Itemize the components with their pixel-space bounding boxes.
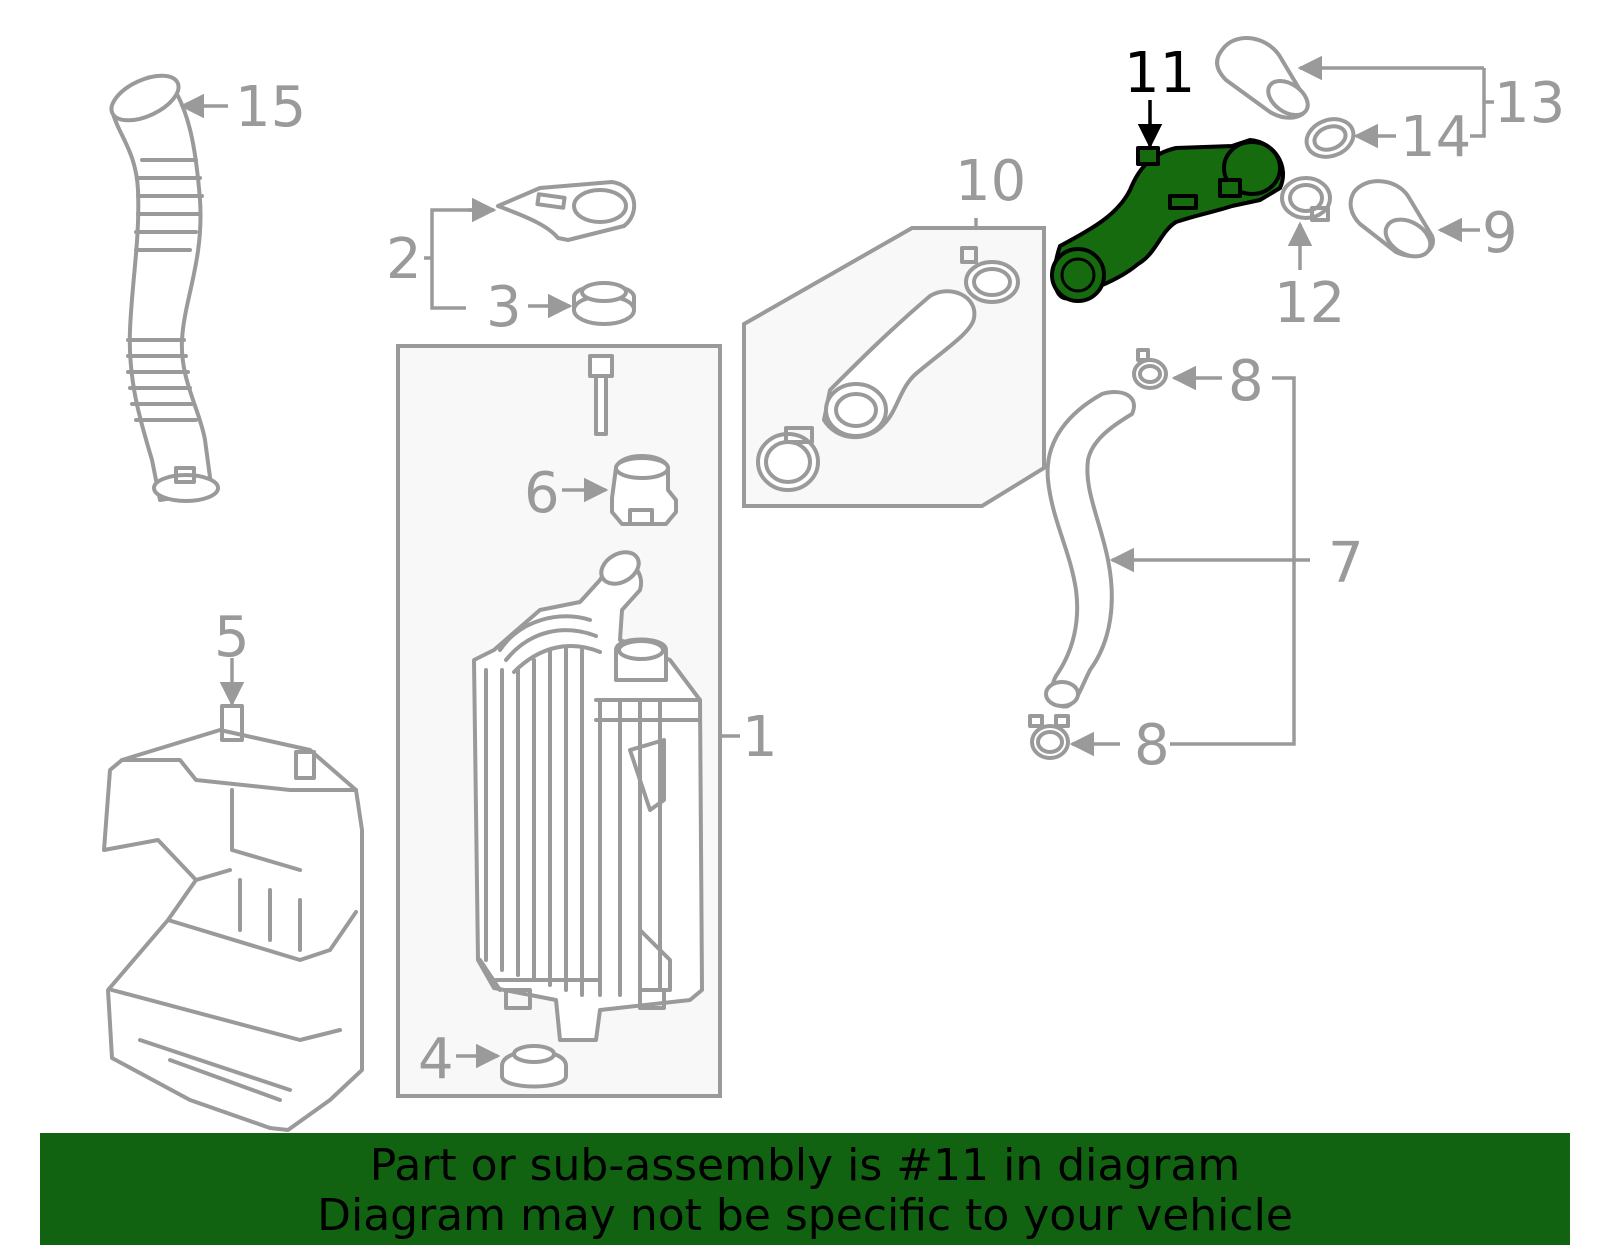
leader-13 [1300,66,1494,138]
footer-banner: Part or sub-assembly is #11 in diagram D… [40,1133,1570,1245]
part-8-clamp-upper[interactable] [1132,348,1168,390]
part-7-hose[interactable] [1044,390,1136,709]
footer-line-1: Part or sub-assembly is #11 in diagram [369,1140,1241,1191]
callout-12: 12 [1274,271,1345,336]
leader-2 [424,208,494,310]
part-15-intake-hose[interactable] [105,66,220,503]
part-6-sensor[interactable] [610,454,678,526]
part-8-clamp-lower[interactable] [1028,714,1070,760]
callout-8a: 8 [1228,349,1264,414]
callout-2: 2 [386,227,422,292]
footer-line-2: Diagram may not be specific to your vehi… [317,1190,1293,1241]
callout-9: 9 [1482,201,1518,266]
part-2-bracket[interactable] [496,180,637,242]
callout-10: 10 [955,149,1026,214]
part-1-intercooler[interactable] [472,546,704,1042]
part-3-grommet[interactable] [572,281,636,326]
callout-14: 14 [1400,105,1471,170]
callout-8b: 8 [1134,713,1170,778]
part-10-hose[interactable] [822,289,977,440]
callout-1: 1 [742,705,778,770]
callout-5: 5 [214,605,250,670]
part-14-clamp[interactable] [1301,113,1358,163]
callout-11: 11 [1124,41,1195,106]
bolt[interactable] [588,354,614,436]
callout-15: 15 [235,75,306,140]
callout-7: 7 [1328,531,1364,596]
part-9-coupler[interactable] [1348,179,1437,264]
callout-6: 6 [524,461,560,526]
part-4-grommet[interactable] [500,1044,568,1089]
callout-13: 13 [1494,71,1565,136]
part-12-clamp[interactable] [1280,176,1332,222]
part-11-charge-pipe[interactable] [1050,138,1286,303]
part-5-air-duct[interactable] [102,704,364,1132]
part-10-clamp-lower[interactable] [756,426,820,492]
part-13-coupler[interactable] [1215,35,1314,122]
part-10-clamp-upper[interactable] [960,246,1020,304]
callout-3: 3 [486,275,522,340]
callout-4: 4 [418,1027,454,1092]
